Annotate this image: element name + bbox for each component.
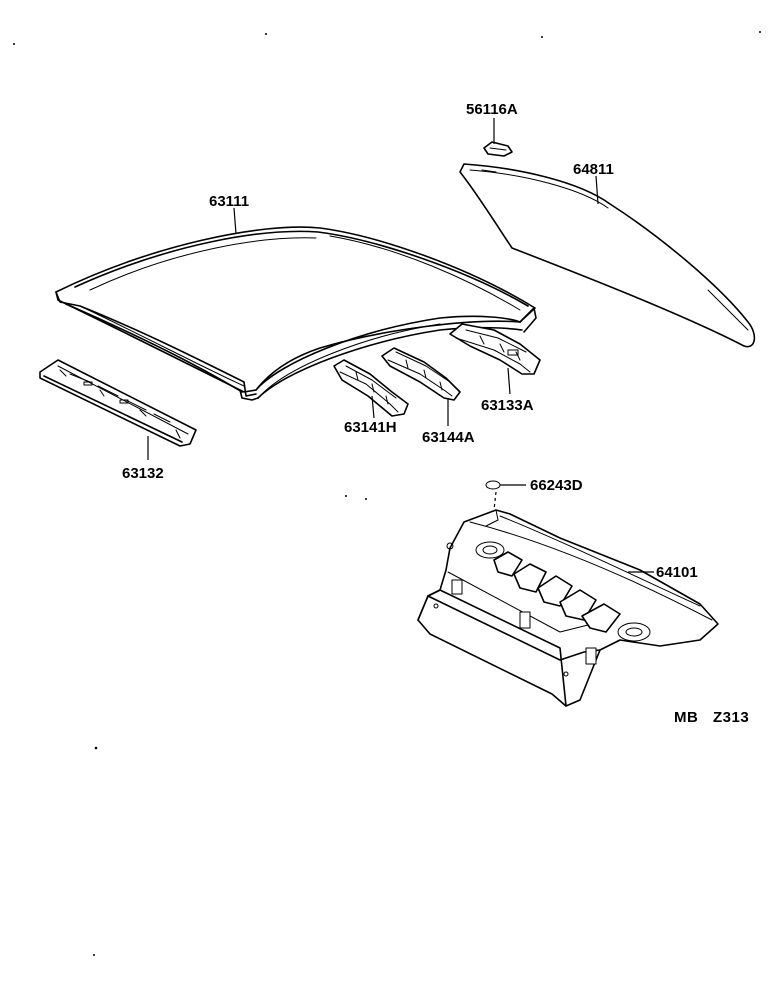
- package-tray-drawing: [417, 509, 719, 707]
- clip-drawing: [483, 141, 513, 157]
- roof-bow-1-drawing: [333, 359, 409, 417]
- figure-code-number: Z313: [713, 709, 749, 726]
- leader-lines: [147, 118, 654, 573]
- label-package-tray: 64101: [656, 564, 698, 581]
- label-clip: 56116A: [466, 101, 518, 118]
- roof-panel-drawing: [55, 226, 537, 401]
- rear-window-glass-drawing: [459, 163, 756, 348]
- label-rear-window-glass: 64811: [573, 161, 614, 178]
- label-front-header: 63132: [122, 465, 164, 482]
- roof-bow-2-drawing: [381, 347, 461, 401]
- label-plug: 66243D: [530, 477, 583, 494]
- label-roof-panel: 63111: [209, 193, 249, 210]
- figure-code-prefix: MB: [674, 709, 698, 726]
- label-roof-bow-2: 63144A: [422, 429, 475, 446]
- front-header-drawing: [39, 359, 197, 447]
- plug-drawing: [485, 480, 501, 490]
- rear-header-drawing: [449, 323, 541, 375]
- label-roof-bow-1: 63141H: [344, 419, 397, 436]
- scan-specks: [13, 31, 761, 956]
- label-rear-header: 63133A: [481, 397, 534, 414]
